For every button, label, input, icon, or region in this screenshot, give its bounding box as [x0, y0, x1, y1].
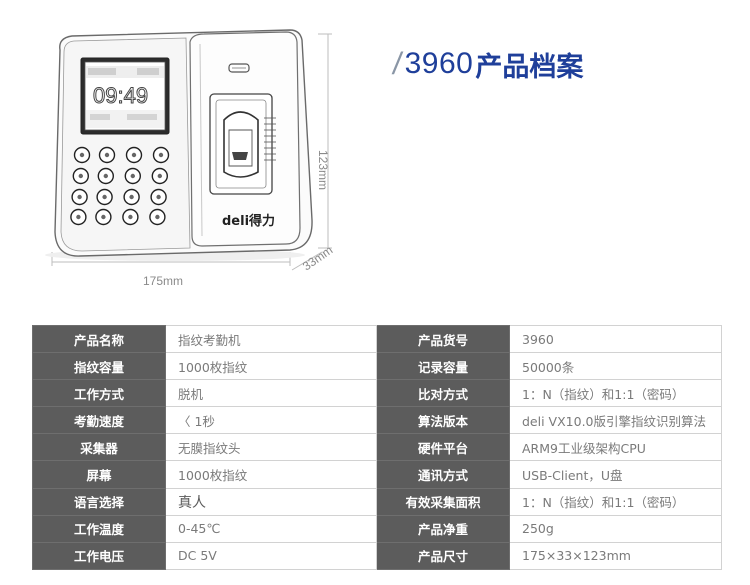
keypad-key-glyph: [155, 214, 160, 220]
spec-label: 采集器: [32, 433, 166, 462]
spec-label: 语言选择: [32, 487, 166, 516]
spec-label: 硬件平台: [376, 433, 510, 462]
keypad-key-glyph: [103, 173, 109, 179]
keypad-key-glyph: [129, 194, 134, 200]
spec-label: 产品货号: [376, 324, 510, 354]
spec-label: 比对方式: [376, 379, 510, 408]
spec-value: 50000条: [509, 352, 722, 381]
spec-value: ARM9工业级架构CPU: [509, 433, 722, 462]
spec-label: 考勤速度: [32, 406, 166, 435]
screen-clock: 09:49: [93, 83, 148, 108]
dimension-width-label: 175mm: [143, 274, 184, 288]
spec-value: 无膜指纹头: [165, 433, 377, 462]
spec-value: deli VX10.0版引擎指纹识别算法: [509, 406, 722, 435]
spec-value: 250g: [509, 514, 722, 543]
keypad-key-glyph: [130, 173, 135, 179]
spec-value: 真人: [165, 487, 377, 516]
keypad-key-glyph: [78, 173, 84, 179]
spec-label: 指纹容量: [32, 352, 166, 381]
spec-value: USB-Client，U盘: [509, 460, 722, 489]
spec-label: 产品名称: [32, 324, 166, 354]
spec-value: 3960: [509, 324, 722, 354]
dimension-height-label: 123mm: [316, 150, 330, 191]
title-model-number: 3960: [404, 47, 474, 80]
spec-label: 产品净重: [376, 514, 510, 543]
keypad-key-glyph: [102, 194, 107, 200]
keypad-key-glyph: [128, 214, 133, 220]
spec-value: 〈 1秒: [165, 406, 377, 435]
keypad-key-glyph: [79, 152, 85, 158]
spec-value: 指纹考勤机: [165, 324, 377, 354]
keypad-key-glyph: [76, 214, 81, 220]
spec-label: 算法版本: [376, 406, 510, 435]
keypad-key-glyph: [104, 152, 110, 158]
title-slash: /: [390, 46, 405, 81]
spec-label: 屏幕: [32, 460, 166, 489]
page-title: / 3960 产品档案: [390, 44, 584, 84]
spec-value: 1000枚指纹: [165, 352, 377, 381]
attendance-machine-drawing: 09:49 deli得力: [45, 29, 332, 271]
keypad-key-glyph: [101, 214, 106, 220]
spec-label: 通讯方式: [376, 460, 510, 489]
spec-label: 工作温度: [32, 514, 166, 543]
product-illustration: 09:49 deli得力 175mm 123mm 33mm: [0, 0, 380, 300]
title-text: 产品档案: [475, 51, 584, 83]
spec-value: DC 5V: [165, 541, 377, 570]
keypad-key-glyph: [157, 173, 162, 179]
spec-label: 记录容量: [376, 352, 510, 381]
keypad-key-glyph: [158, 152, 164, 158]
spec-value: 脱机: [165, 379, 377, 408]
spec-value: 1000枚指纹: [165, 460, 377, 489]
keypad-key-glyph: [131, 152, 137, 158]
spec-value: 1：N（指纹）和1:1（密码）: [509, 379, 722, 408]
spec-label: 工作电压: [32, 541, 166, 570]
spec-label: 有效采集面积: [376, 487, 510, 516]
spec-value: 175×33×123mm: [509, 541, 722, 570]
spec-value: 1：N（指纹）和1:1（密码）: [509, 487, 722, 516]
spec-value: 0-45℃: [165, 514, 377, 543]
keypad-key-glyph: [156, 194, 161, 200]
keypad: [70, 146, 170, 226]
keypad-key-glyph: [77, 194, 82, 200]
spec-label: 工作方式: [32, 379, 166, 408]
brand-logo: deli得力: [222, 213, 275, 229]
spec-label: 产品尺寸: [376, 541, 510, 570]
